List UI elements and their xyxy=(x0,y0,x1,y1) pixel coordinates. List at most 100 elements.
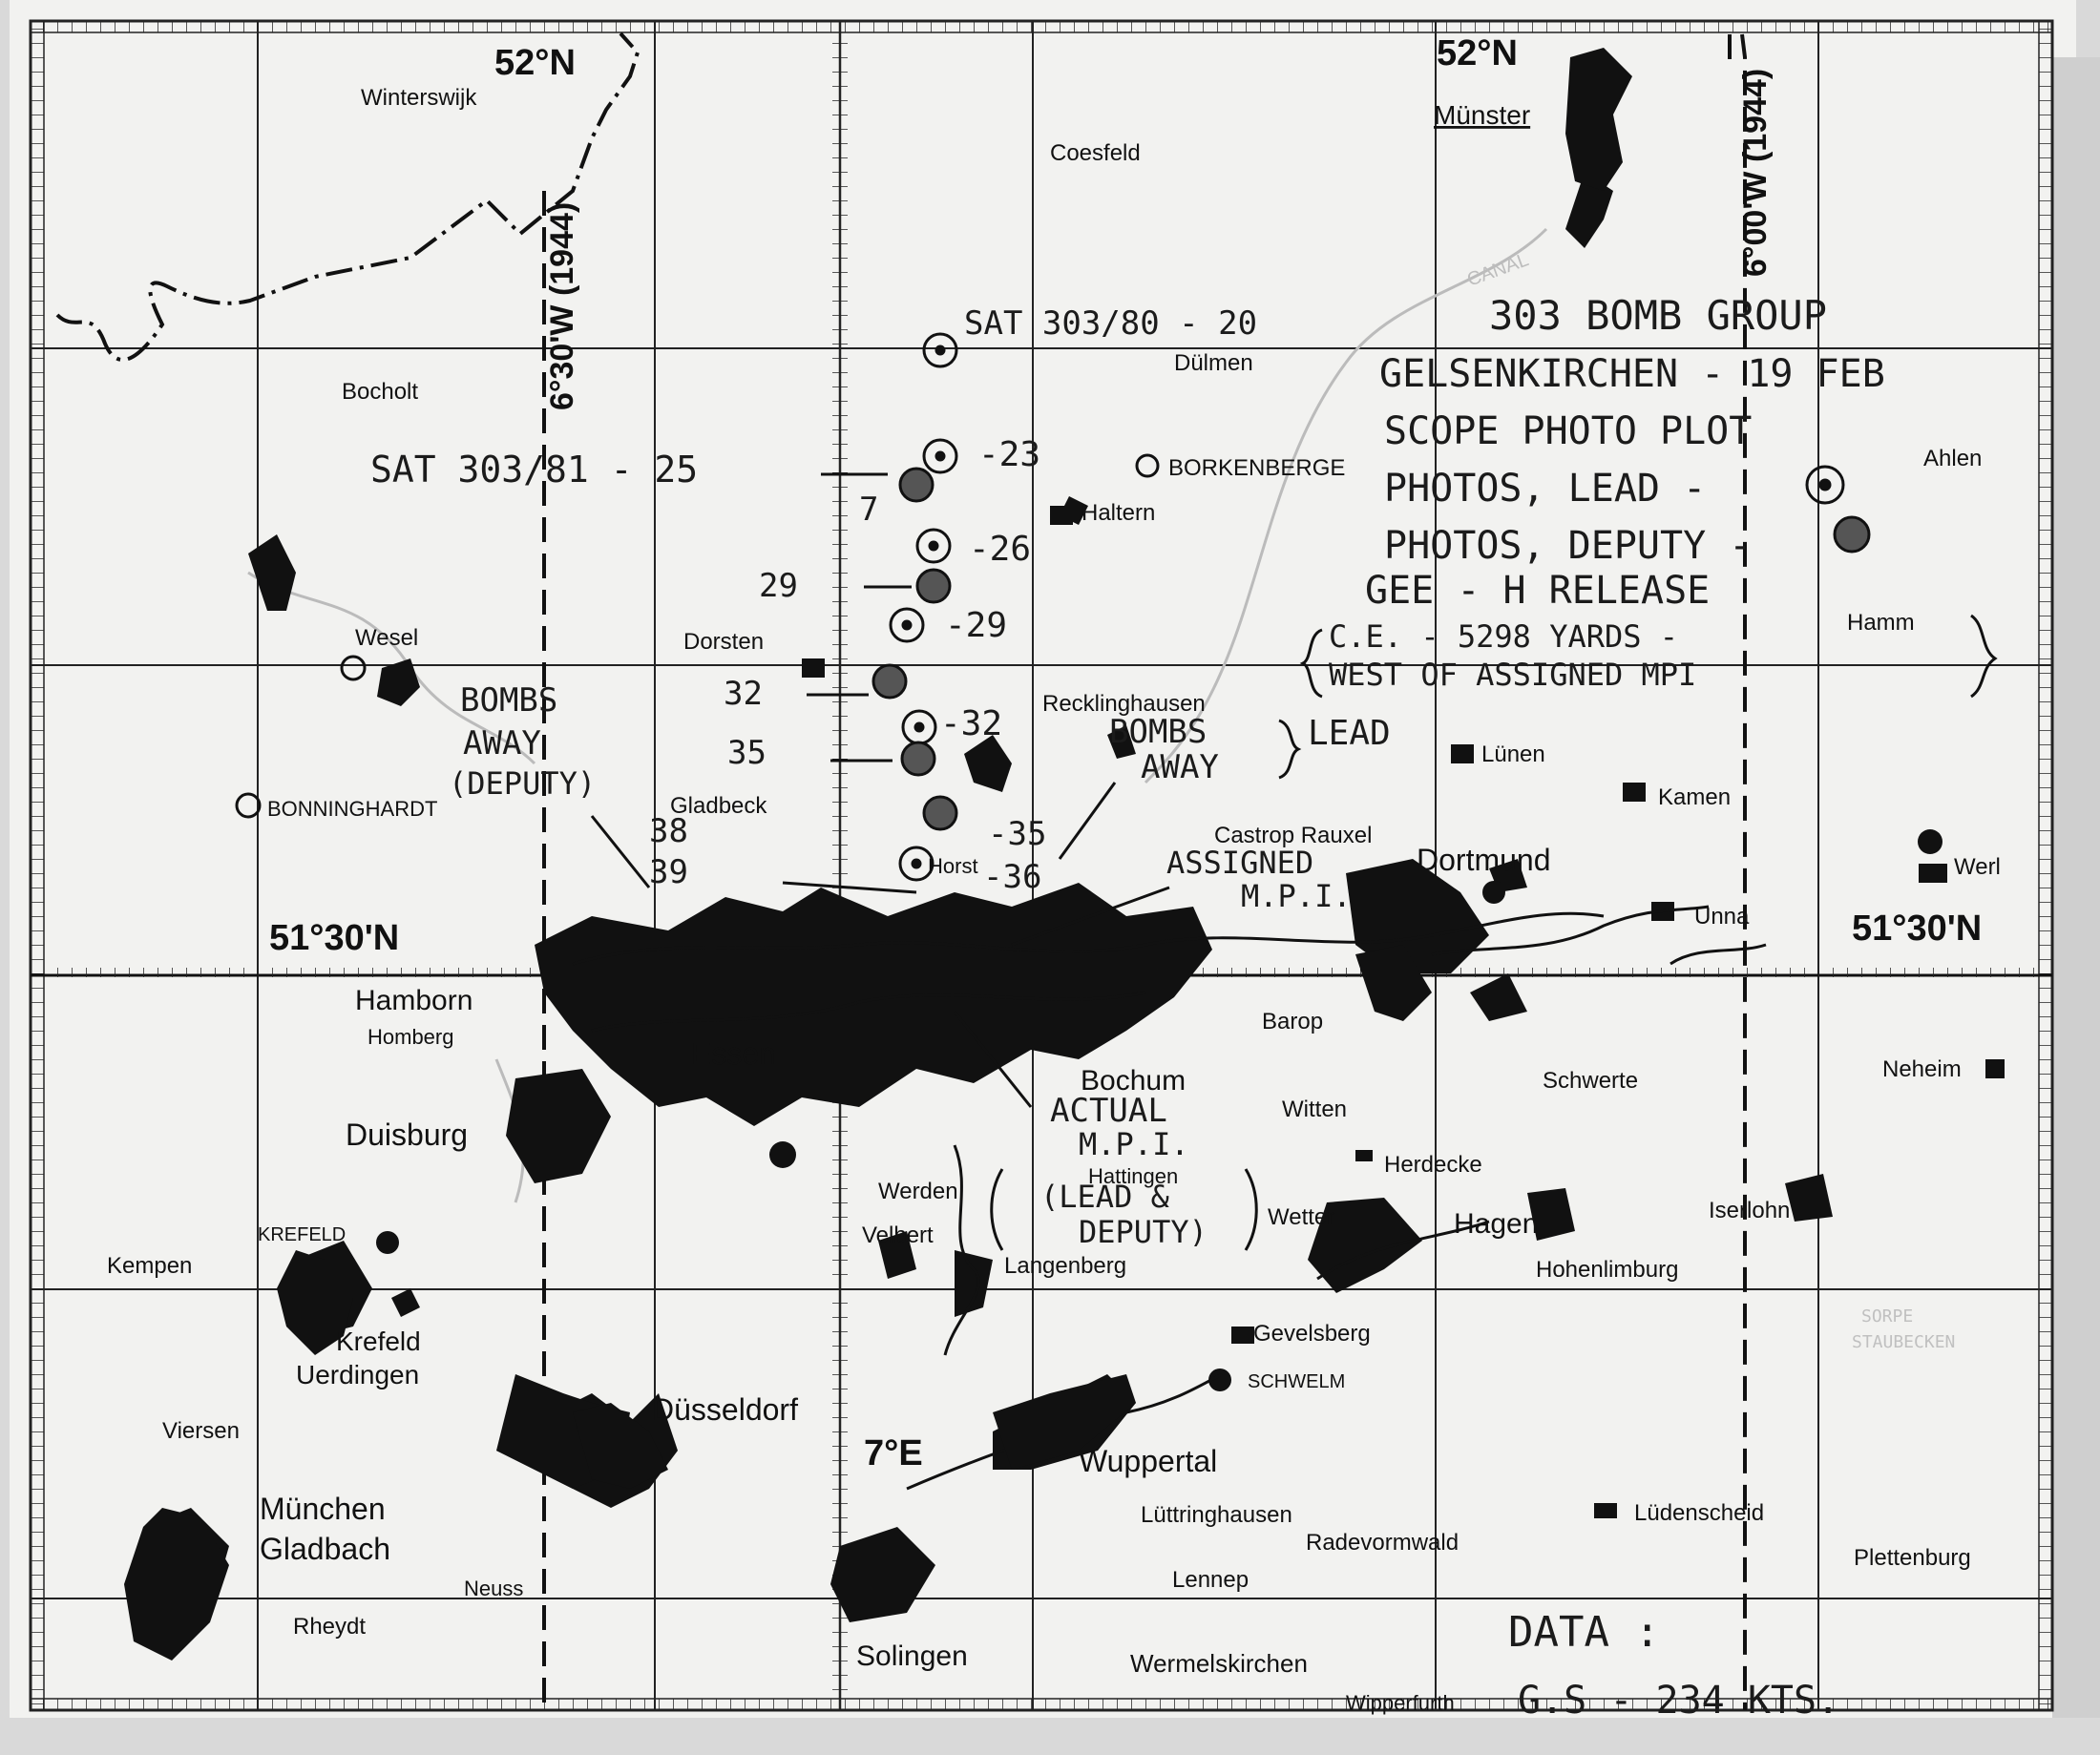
handwritten-annotations: 303 BOMB GROUP GELSENKIRCHEN - 19 FEB SC… xyxy=(370,292,1885,1723)
town-lennep: Lennep xyxy=(1172,1567,1249,1593)
town-hattingen: Hattingen xyxy=(1088,1164,1178,1188)
actual-mpi-2: M.P.I. xyxy=(1079,1126,1189,1162)
town-wipperfuerth: Wipperfurth xyxy=(1346,1691,1455,1715)
town-muenster: Münster xyxy=(1434,100,1530,130)
town-werden: Werden xyxy=(878,1179,958,1204)
meridian-west-label: 6°30'W (1944) xyxy=(544,202,580,410)
bombs-away-lead-3: LEAD xyxy=(1308,714,1391,753)
ce-line-1: C.E. - 5298 YARDS - xyxy=(1329,618,1678,655)
bombs-away-deputy-2: AWAY xyxy=(463,724,541,763)
town-borkenberge: BORKENBERGE xyxy=(1168,455,1345,481)
town-duesseldorf: Düsseldorf xyxy=(652,1392,798,1427)
town-solingen: Solingen xyxy=(856,1640,968,1672)
map-frame xyxy=(29,19,2054,1712)
handwritten-braces xyxy=(990,614,1998,1251)
deputy-number-38: 38 xyxy=(649,812,688,850)
deputy-number-32: 32 xyxy=(724,675,763,713)
bombs-away-lead-2: AWAY xyxy=(1141,748,1219,786)
town-dorsten: Dorsten xyxy=(683,629,764,655)
town-castrop-rauxel: Castrop Rauxel xyxy=(1214,823,1372,848)
paper-shadow xyxy=(2052,57,2100,1718)
town-uerdingen: Uerdingen xyxy=(296,1360,419,1389)
town-hagen: Hagen xyxy=(1454,1208,1538,1240)
town-hohenlimburg: Hohenlimburg xyxy=(1536,1257,1678,1283)
lat-51-30-label-west: 51°30'N xyxy=(269,918,399,958)
town-plettenburg: Plettenburg xyxy=(1854,1545,1971,1571)
town-schwelm: SCHWELM xyxy=(1248,1371,1345,1392)
national-border-line xyxy=(55,31,640,363)
sorpe-label-2: STAUBECKEN xyxy=(1852,1332,1955,1352)
town-krefeld: Krefeld xyxy=(336,1327,421,1356)
town-radevormwald: Radevormwald xyxy=(1306,1530,1459,1556)
bombs-away-deputy-1: BOMBS xyxy=(460,681,557,720)
town-wetter: Wetter xyxy=(1268,1204,1334,1230)
town-wermelskirchen: Wermelskirchen xyxy=(1130,1649,1308,1678)
town-horst: Horst xyxy=(928,854,978,878)
town-kempen: Kempen xyxy=(107,1253,192,1279)
town-iserlohn: Iserlohn xyxy=(1709,1198,1790,1223)
meridian-east-label: 6°00'W (1944) xyxy=(1737,69,1774,277)
deputy-number-29: 29 xyxy=(759,567,798,605)
bombs-away-lead-1: BOMBS xyxy=(1109,713,1207,751)
graticule-labels: 52°N 52°N 51°30'N 51°30'N 7°E 6°30'W (19… xyxy=(269,33,1982,1473)
ground-speed: G.S - 234 KTS. xyxy=(1518,1679,1839,1723)
deputy-number-35: 35 xyxy=(727,734,766,772)
lead-number-26: -26 xyxy=(969,530,1031,569)
group-title: 303 BOMB GROUP xyxy=(1489,292,1827,339)
lead-number-35: -35 xyxy=(988,815,1046,853)
town-gevelsberg: Gevelsberg xyxy=(1253,1321,1371,1347)
town-ahlen: Ahlen xyxy=(1923,446,1982,471)
actual-mpi-1: ACTUAL xyxy=(1050,1092,1167,1130)
town-bocholt: Bocholt xyxy=(342,379,418,405)
town-werl: Werl xyxy=(1954,854,2001,880)
town-kamen: Kamen xyxy=(1658,784,1731,810)
lead-number-29: -29 xyxy=(945,606,1007,645)
deputy-number-27: 7 xyxy=(859,491,878,529)
town-luedenscheid: Lüdenscheid xyxy=(1634,1500,1764,1526)
assigned-mpi-2: M.P.I. xyxy=(1241,878,1352,914)
plot-title: SCOPE PHOTO PLOT xyxy=(1384,409,1752,453)
meridian-lines-1944 xyxy=(542,33,1747,1710)
legend-deputy: PHOTOS, DEPUTY - xyxy=(1384,524,1752,568)
major-city-blobs xyxy=(124,48,1632,1661)
town-wesel: Wesel xyxy=(355,625,418,651)
town-markers xyxy=(235,453,1160,819)
actual-mpi-4: DEPUTY) xyxy=(1079,1214,1208,1250)
town-luettringhausen: Lüttringhausen xyxy=(1141,1502,1292,1528)
plot-mark-numbers: -23 -26 -29 -32 -35 -36 7 29 32 35 38 39 xyxy=(649,435,1046,896)
town-essen: Essen xyxy=(691,1036,776,1071)
town-herdecke: Herdecke xyxy=(1384,1152,1482,1178)
lon-7e-tick-band xyxy=(832,32,848,1699)
town-duisburg: Duisburg xyxy=(346,1118,468,1152)
town-neheim: Neheim xyxy=(1882,1056,1962,1082)
lat-52-label-west: 52°N xyxy=(494,43,576,83)
lon-7e-label-south: 7°E xyxy=(864,1433,923,1473)
town-hamm: Hamm xyxy=(1847,610,1915,636)
town-velbert: Velbert xyxy=(862,1222,934,1248)
town-recklinghausen: Recklinghausen xyxy=(1042,691,1206,717)
photo-plot-marks xyxy=(872,332,1871,882)
bombs-away-deputy-3: (DEPUTY) xyxy=(449,765,596,802)
town-gladbeck: Gladbeck xyxy=(670,793,767,819)
town-winterswijk: Winterswijk xyxy=(361,85,477,111)
town-unna: Unna xyxy=(1694,904,1750,930)
annotation-arrows xyxy=(590,472,1170,1108)
actual-mpi-3: (LEAD & xyxy=(1040,1179,1170,1215)
lat-52-label-east: 52°N xyxy=(1437,33,1518,73)
town-bochum: Bochum xyxy=(1081,1065,1186,1097)
town-dortmund: Dortmund xyxy=(1417,843,1551,877)
town-duelmen: Dülmen xyxy=(1174,350,1253,376)
lead-number-36: -36 xyxy=(983,858,1041,896)
town-muenchen: München xyxy=(260,1492,386,1526)
town-barop: Barop xyxy=(1262,1009,1323,1034)
sat-lead: SAT 303/80 - 20 xyxy=(964,304,1257,343)
assigned-mpi-1: ASSIGNED xyxy=(1166,845,1313,881)
town-langenberg: Langenberg xyxy=(1004,1253,1126,1279)
lead-number-32: -32 xyxy=(940,704,1002,743)
town-haltern: Haltern xyxy=(1082,500,1155,526)
town-gladbach: Gladbach xyxy=(260,1532,390,1566)
town-schwerte: Schwerte xyxy=(1543,1068,1638,1094)
legend-lead: PHOTOS, LEAD - xyxy=(1384,467,1706,511)
town-coesfeld: Coesfeld xyxy=(1050,140,1141,166)
